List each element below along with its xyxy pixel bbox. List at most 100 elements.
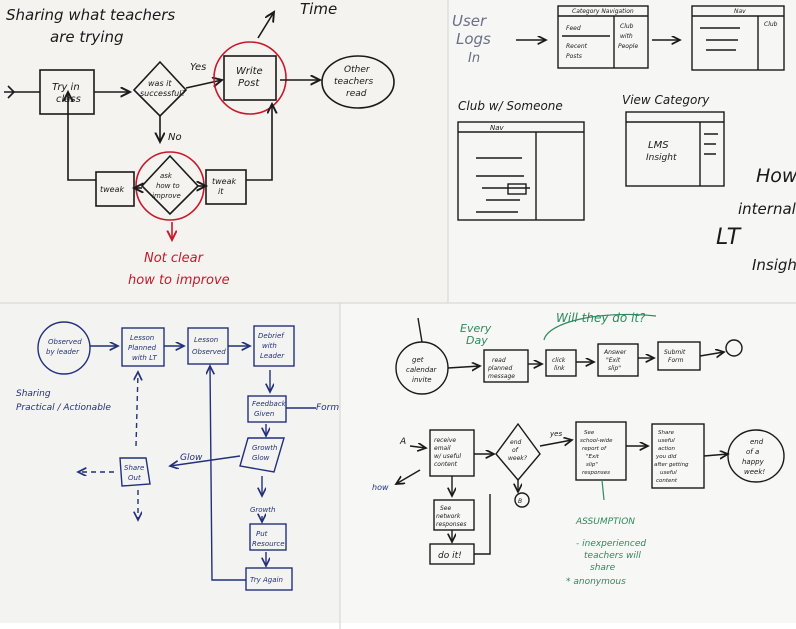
answer-line-3: slip" xyxy=(608,365,621,372)
a-label: A xyxy=(399,437,406,447)
assumption-note-2: teachers will xyxy=(584,551,641,561)
side-note-2: Practical / Actionable xyxy=(16,403,111,413)
observed-line-2: by leader xyxy=(46,348,80,356)
other-line-1: Other xyxy=(344,65,371,75)
screen1-right-1: Club xyxy=(620,23,634,30)
share-line-4: you did xyxy=(655,454,677,460)
submit-line-1: Submit xyxy=(664,349,686,356)
try-again-label: Try Again xyxy=(250,576,283,584)
observed-circle xyxy=(37,321,91,375)
share-line-7: content xyxy=(656,478,678,484)
assumption-note-1: - inexperienced xyxy=(576,539,646,549)
do-it-label: do it! xyxy=(438,551,462,561)
other-line-3: read xyxy=(346,89,367,99)
click-line-1: click xyxy=(552,357,566,364)
end-happy-bubble xyxy=(727,429,785,483)
answer-line-2: "Exit xyxy=(606,357,621,364)
debrief-line-3: Leader xyxy=(260,352,285,360)
try-in-class-line-2: class xyxy=(56,94,81,105)
decision-line-2: successful? xyxy=(140,89,186,98)
red-note-line-1: Not clear xyxy=(144,251,205,266)
glow-label: Glow xyxy=(180,453,203,463)
share-line-5: after getting xyxy=(654,462,689,468)
red-note-line-2: how to improve xyxy=(128,273,230,288)
read-line-3: message xyxy=(488,373,515,380)
click-line-2: link xyxy=(554,365,565,372)
lms-wireframe xyxy=(625,111,725,187)
share-out-line-1: Share xyxy=(124,464,144,472)
assumption-note-3: share xyxy=(590,563,616,573)
how-label: how xyxy=(372,483,389,492)
put-resource-box xyxy=(249,523,287,551)
panel-top-left: Sharing what teachers are trying Time Ye… xyxy=(0,0,448,303)
yes-label-br: yes xyxy=(549,430,562,438)
share-line-1: Share xyxy=(658,430,675,436)
read-line-2: planned xyxy=(487,365,512,372)
debrief-line-1: Debrief xyxy=(258,332,285,340)
share-out-shape xyxy=(119,457,151,487)
decision-line-1: was it xyxy=(148,79,172,88)
screen-2-wireframe xyxy=(691,5,785,71)
see-school-box xyxy=(575,421,627,481)
network-line-3: responses xyxy=(436,521,467,528)
yes-label: Yes xyxy=(190,62,206,73)
screen1-right-3: People xyxy=(618,43,638,50)
school-line-2: school-wide xyxy=(580,438,613,444)
screen1-left-1: Feed xyxy=(566,25,581,32)
lesson-planned-box xyxy=(121,327,165,367)
receive-line-4: content xyxy=(434,461,458,468)
submit-line-2: Form xyxy=(668,357,684,364)
school-line-6: responses xyxy=(582,470,610,476)
network-line-2: network xyxy=(436,513,461,520)
write-post-highlight xyxy=(213,41,287,115)
panel-bottom-right: get calendar invite read planned message… xyxy=(340,303,796,623)
school-line-1: See xyxy=(584,430,595,436)
other-line-2: teachers xyxy=(334,77,373,87)
put-line-1: Put xyxy=(256,530,268,538)
observed-box-line-2: Observed xyxy=(192,348,226,356)
screen1-header: Category Navigation xyxy=(572,8,634,15)
calendar-line-3: invite xyxy=(412,376,432,384)
user-line-3: In xyxy=(468,51,480,66)
side-text-1: How xyxy=(756,165,796,187)
receive-line-3: w/ useful xyxy=(434,453,461,460)
calendar-line-2: calendar xyxy=(406,366,438,374)
user-line-1: User xyxy=(452,12,487,30)
every-line-1: Every xyxy=(460,322,492,335)
will-they-label: Will they do it? xyxy=(556,311,646,325)
happy-line-1: end xyxy=(750,438,764,446)
receive-line-2: email xyxy=(434,445,451,452)
time-label: Time xyxy=(300,0,337,18)
click-link-box xyxy=(545,349,577,377)
side-text-2: internal xyxy=(738,200,796,218)
write-post-line-1: Write xyxy=(236,66,263,77)
write-post-box xyxy=(223,55,277,101)
school-line-5: slip" xyxy=(586,462,598,468)
view-category: View Category xyxy=(622,93,710,107)
formal-label: Formal? xyxy=(316,403,352,413)
see-network-box xyxy=(433,499,475,531)
planned-line-1: Lesson xyxy=(130,334,154,342)
share-line-2: useful xyxy=(658,438,675,444)
eow-line-2: of xyxy=(512,447,519,454)
feedback-box xyxy=(247,395,287,423)
share-line-3: action xyxy=(658,446,675,452)
planned-line-3: with LT xyxy=(132,354,158,362)
share-line-6: useful xyxy=(660,470,677,476)
club-wireframe xyxy=(457,121,585,221)
read-planned-box xyxy=(483,349,529,383)
happy-line-2: of a xyxy=(746,448,759,456)
improve-line-1: ask xyxy=(160,172,173,180)
planned-line-2: Planned xyxy=(128,344,157,352)
side-text-4: Insight xyxy=(752,256,796,274)
screen-1-wireframe xyxy=(557,5,649,69)
screen1-left-2: Recent xyxy=(566,43,588,50)
eow-line-3: week? xyxy=(508,455,528,462)
share-out-line-2: Out xyxy=(128,474,141,482)
write-post-line-2: Post xyxy=(238,78,260,89)
read-line-1: read xyxy=(492,357,506,364)
feedback-line-2: Given xyxy=(254,410,274,418)
no-label: No xyxy=(168,132,182,143)
